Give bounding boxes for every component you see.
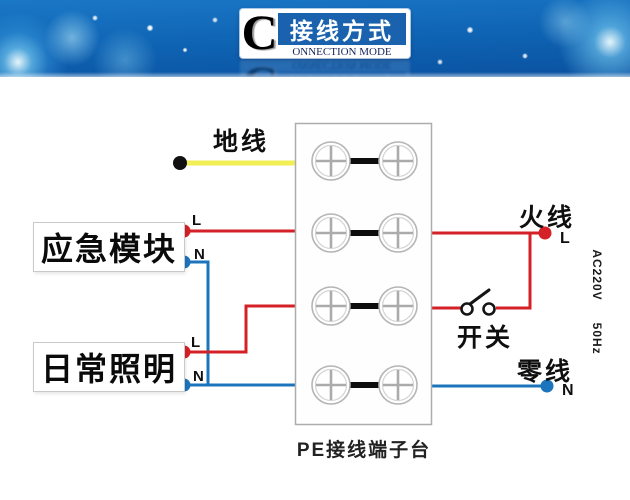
live-dot xyxy=(538,226,552,240)
switch-label: 开关 xyxy=(456,324,513,352)
daily-lighting-box: 日常照明 xyxy=(33,342,185,392)
daily-n-label: N xyxy=(193,368,204,385)
daily-live-wire xyxy=(184,304,300,354)
emergency-l-label: L xyxy=(192,212,202,229)
power-spec: AC220V 50Hz xyxy=(590,242,604,362)
screw-terminal xyxy=(310,212,352,254)
screw-terminal xyxy=(310,364,352,406)
screw-terminal xyxy=(377,364,419,406)
ground-wire-label: 地线 xyxy=(212,128,269,156)
page-title: 接线方式 xyxy=(290,18,394,44)
screw-terminal xyxy=(377,285,419,327)
live-input-wire xyxy=(428,231,545,310)
live-wire-label: 火线 xyxy=(518,204,575,232)
live-l-label: L xyxy=(560,230,570,247)
emergency-module-box: 应急模块 xyxy=(33,222,185,272)
frequency-label: 50Hz xyxy=(590,322,604,355)
title-box: 接线方式 xyxy=(278,13,406,45)
terminal-block-label: PE接线端子台 xyxy=(296,440,432,461)
screw-terminal xyxy=(377,140,419,182)
screw-terminal xyxy=(310,140,352,182)
neutral-wire-label: 零线 xyxy=(516,358,573,386)
emergency-n-label: N xyxy=(194,246,205,263)
header-banner: C 接线方式 ONNECTION MODE C 接线方式 ONNECTION M… xyxy=(0,0,630,77)
voltage-label: AC220V xyxy=(590,249,604,301)
ground-wire xyxy=(173,156,300,170)
screw-terminal xyxy=(377,212,419,254)
neutral-dot xyxy=(540,379,554,393)
daily-l-label: L xyxy=(191,334,201,351)
logo-letter: C xyxy=(241,4,278,60)
emergency-neutral-wire xyxy=(184,260,210,385)
page-subtitle: ONNECTION MODE xyxy=(292,46,392,58)
neutral-n-label: N xyxy=(562,382,574,399)
screw-terminal xyxy=(310,285,352,327)
title-plate: C 接线方式 ONNECTION MODE xyxy=(240,4,410,60)
terminal-block xyxy=(294,122,433,426)
switch-symbol xyxy=(460,288,496,316)
